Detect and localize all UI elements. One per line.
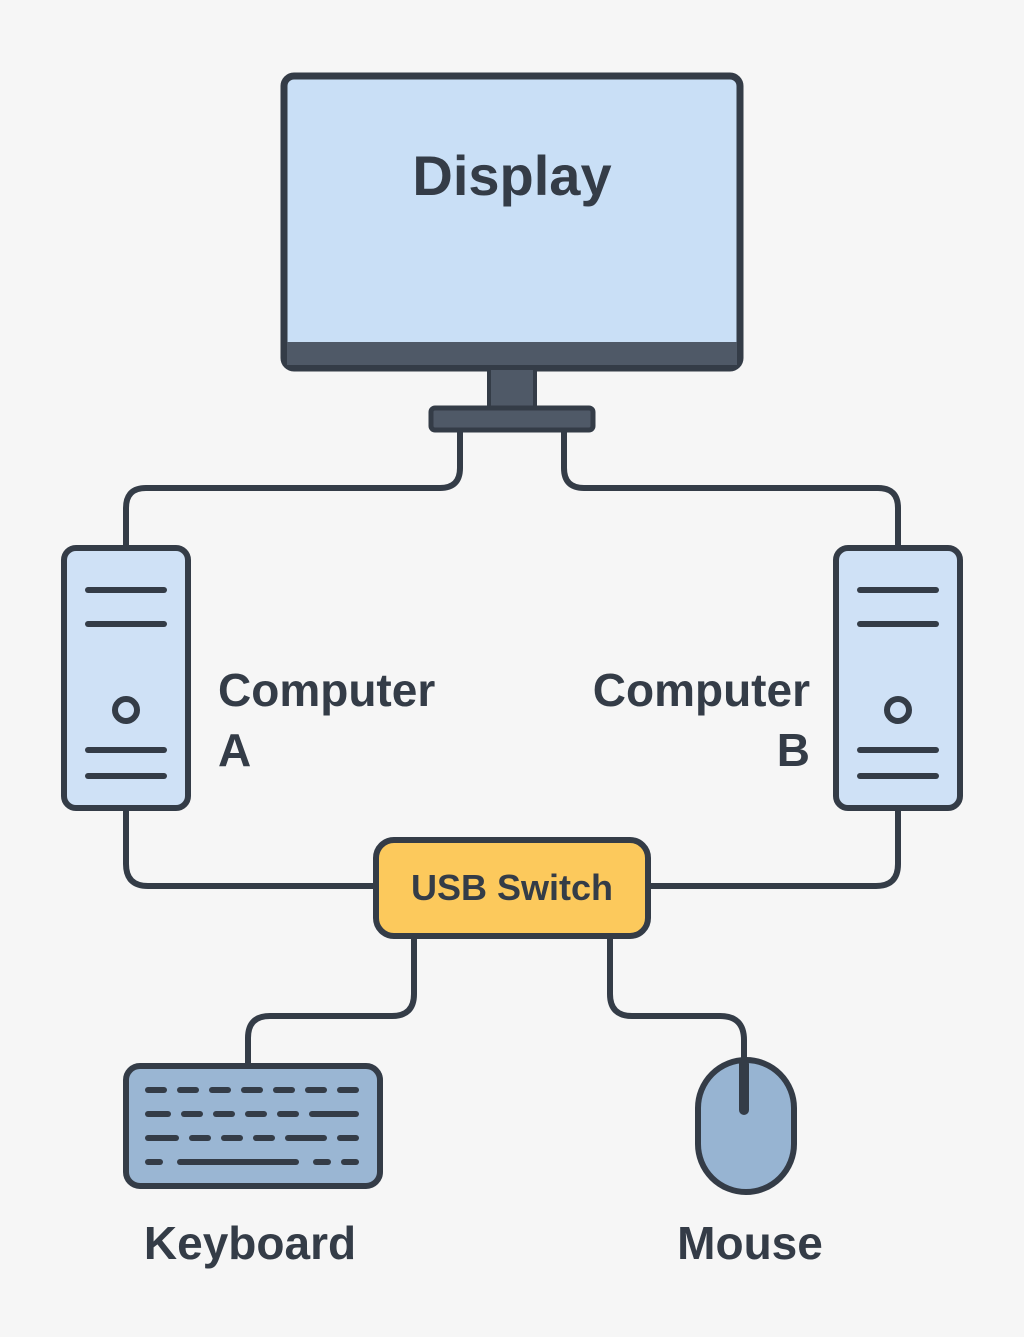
cable-computer-a-to-switch bbox=[123, 805, 379, 889]
computer-b-label: Computer B bbox=[593, 660, 810, 780]
computer-a-label-line1: Computer bbox=[218, 664, 436, 716]
monitor-icon bbox=[280, 72, 744, 433]
computer-a-power-button-icon bbox=[112, 696, 140, 724]
computer-b-power-button-icon bbox=[884, 696, 912, 724]
cable-display-to-computer-b bbox=[561, 427, 901, 551]
display-label: Display bbox=[412, 144, 612, 207]
computer-b-label-line2: B bbox=[776, 724, 810, 776]
computer-a-tower-icon bbox=[61, 545, 191, 811]
cable-display-to-computer-a bbox=[123, 427, 463, 551]
computer-b-tower-icon bbox=[833, 545, 963, 811]
computer-a-label-line2: A bbox=[218, 724, 252, 776]
cable-switch-to-mouse bbox=[607, 933, 747, 1113]
cable-computer-b-to-switch bbox=[645, 805, 901, 889]
cable-switch-to-keyboard bbox=[245, 933, 417, 1067]
mouse-icon bbox=[695, 1057, 797, 1195]
keyboard-label: Keyboard bbox=[143, 1217, 357, 1269]
usb-switch-box bbox=[373, 837, 651, 939]
computer-a-label: Computer A bbox=[218, 660, 435, 780]
mouse-label: Mouse bbox=[677, 1217, 823, 1269]
keyboard-icon bbox=[123, 1063, 383, 1189]
usb-switch-label: USB Switch bbox=[410, 867, 614, 908]
computer-b-label-line1: Computer bbox=[592, 664, 810, 716]
